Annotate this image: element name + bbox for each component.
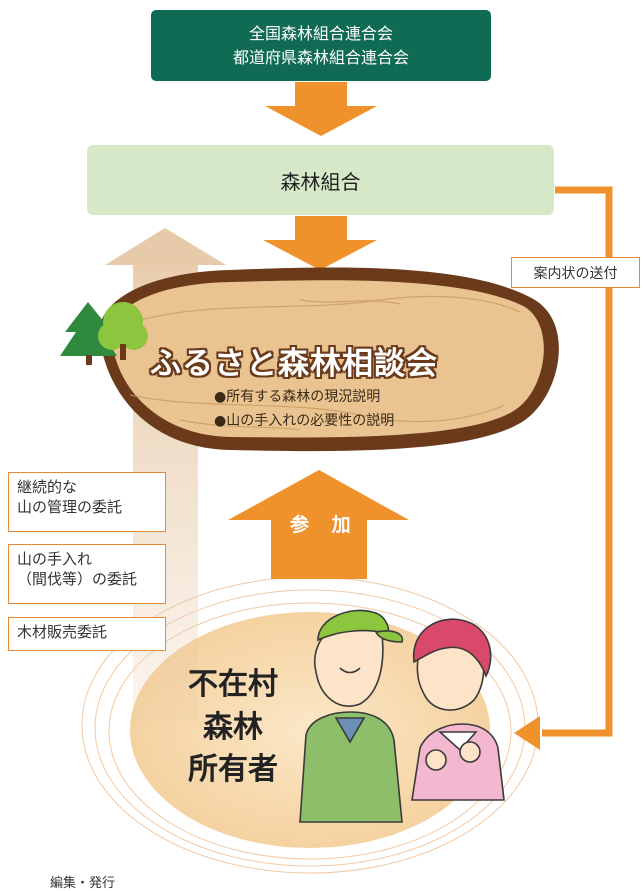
consultation-sign	[99, 267, 559, 452]
join-label: 参 加	[290, 514, 359, 536]
invitation-label: 案内状の送付	[533, 265, 618, 282]
federation-to-coop-arrow	[265, 82, 377, 136]
delegation-1-line1: 継続的な	[17, 478, 78, 496]
federation-box: 全国森林組合連合会 都道府県森林組合連合会	[151, 10, 491, 81]
join-arrow	[228, 470, 409, 579]
owner-line3: 所有者	[188, 752, 278, 788]
invitation-label-box: 案内状の送付	[511, 257, 640, 288]
tree-icon	[60, 302, 148, 365]
consultation-item-1: ●所有する森林の現況説明	[214, 389, 381, 405]
owner-line1: 不在村	[188, 667, 278, 702]
cooperative-box: 森林組合	[87, 145, 554, 215]
consultation-item-2: ●山の手入れの必要性の説明	[214, 413, 395, 429]
delegation-label-3: 木材販売委託	[8, 617, 166, 651]
owner-line2: 森林	[203, 709, 263, 745]
man-illustration	[299, 609, 404, 823]
consultation-title: ふるさと森林相談会	[150, 346, 438, 382]
footer-label: 編集・発行	[50, 876, 116, 891]
federation-line2: 都道府県森林組合連合会	[232, 47, 409, 67]
invitation-arrow	[542, 186, 613, 737]
owner-label: 不在村 森林 所有者	[168, 664, 298, 792]
delegation-3-line1: 木材販売委託	[17, 623, 108, 641]
woman-illustration	[411, 618, 505, 801]
coop-to-consultation-arrow	[263, 216, 377, 270]
federation-line1: 全国森林組合連合会	[248, 24, 393, 44]
delegation-label-2: 山の手入れ （間伐等）の委託	[8, 544, 166, 604]
delegation-2-line2: （間伐等）の委託	[17, 570, 138, 589]
delegation-label-1: 継続的な 山の管理の委託	[8, 472, 166, 532]
delegation-1-line2: 山の管理の委託	[17, 498, 123, 517]
delegation-2-line1: 山の手入れ	[17, 550, 93, 568]
cooperative-label: 森林組合	[280, 169, 361, 194]
invitation-arrowhead	[514, 716, 540, 750]
